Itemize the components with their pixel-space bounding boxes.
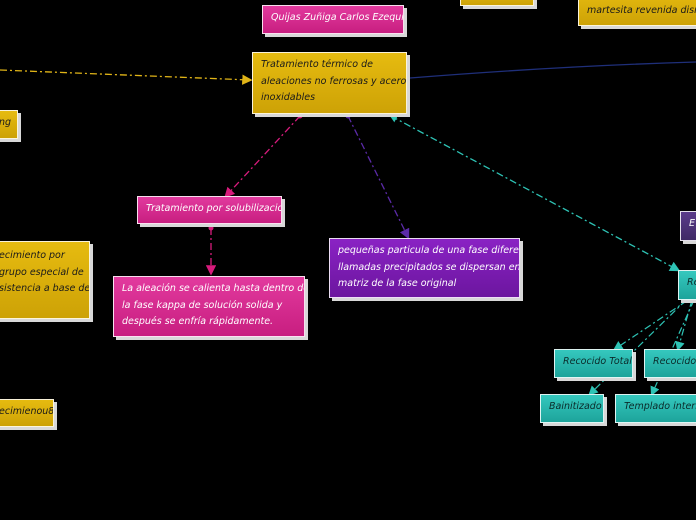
node-main-topic-line-1: Tratamiento térmico de xyxy=(261,59,373,70)
link-right-teal-to-templado xyxy=(650,299,695,397)
node-left-middle-line-2: grupo especial de xyxy=(0,266,84,278)
link-right-teal-to-recocido-right xyxy=(675,299,693,352)
node-main-topic[interactable]: Tratamiento térmico de aleaciones no fer… xyxy=(252,52,407,114)
node-bainitizado[interactable]: Bainitizado xyxy=(540,394,604,423)
node-recocido-right[interactable]: Recocido d xyxy=(644,349,696,378)
link-main-to-right xyxy=(409,61,696,79)
node-top-right-line-1: martesita revenida dismi xyxy=(587,5,696,16)
node-precipitados[interactable]: pequeñas particula de una fase diferente… xyxy=(329,238,520,298)
link-right-teal-to-bainitizado xyxy=(588,299,687,396)
node-right-purple[interactable]: E xyxy=(680,211,696,241)
node-precipitados-line-3: matriz de la fase original xyxy=(338,278,457,289)
node-recocido-right-line-1: Recocido d xyxy=(653,356,696,367)
link-left-to-main xyxy=(0,69,253,85)
link-main-to-precipitados xyxy=(347,115,410,240)
node-aleacion[interactable]: La aleación se calienta hasta dentro de … xyxy=(113,276,305,337)
node-precipitados-line-1: pequeñas particula de una fase diferente xyxy=(338,245,520,256)
node-right-teal-line-1: Re xyxy=(687,277,696,288)
link-main-to-precipitados-start xyxy=(345,113,351,119)
node-left-bottom-line-1: ecimienou8 xyxy=(0,406,54,417)
node-left-bottom[interactable]: ecimienou8 xyxy=(0,399,54,427)
node-bainitizado-line-1: Bainitizado xyxy=(549,401,602,412)
node-right-teal[interactable]: Re xyxy=(678,270,696,300)
node-templado[interactable]: Templado interru xyxy=(615,394,696,423)
node-main-topic-line-2: aleaciones no ferrosas y aceros xyxy=(261,75,407,87)
node-aleacion-line-2: la fase kappa de solución solida y xyxy=(122,299,283,311)
node-top-right[interactable]: martesita revenida dismi xyxy=(578,0,696,26)
node-author-line-1: Quijas Zuñiga Carlos Ezequiel xyxy=(271,12,404,23)
node-left-middle-line-1: ecimiento por xyxy=(0,250,65,261)
node-left-middle-line-3: sistencia a base de xyxy=(0,283,90,294)
node-main-topic-line-3: inoxidables xyxy=(261,92,316,103)
node-solubilizacion-line-1: Tratamiento por solubilizacion xyxy=(146,203,282,214)
node-solubilizacion[interactable]: Tratamiento por solubilizacion xyxy=(137,196,282,224)
node-right-purple-line-1: E xyxy=(689,218,696,229)
node-recocido-total[interactable]: Recocido Total xyxy=(554,349,633,378)
node-recocido-total-line-1: Recocido Total xyxy=(563,356,632,367)
link-main-to-solubilizacion xyxy=(224,115,301,198)
node-left-top-line-1: ng xyxy=(0,117,12,128)
node-left-middle[interactable]: ecimiento por grupo especial de sistenci… xyxy=(0,241,90,319)
node-author[interactable]: Quijas Zuñiga Carlos Ezequiel xyxy=(262,5,404,34)
node-aleacion-line-3: después se enfría rápidamente. xyxy=(122,316,274,327)
node-aleacion-line-1: La aleación se calienta hasta dentro de xyxy=(122,283,305,294)
link-right-teal-to-recocido-total xyxy=(613,299,689,351)
link-solubilizacion-to-aleacion-start xyxy=(208,225,214,231)
node-templado-line-1: Templado interru xyxy=(624,401,696,412)
link-main-to-solubilizacion-start xyxy=(297,113,303,119)
link-main-to-right-teal xyxy=(390,115,681,272)
node-precipitados-line-2: llamadas precipitados se dispersan en la xyxy=(338,261,520,273)
node-top-edge[interactable] xyxy=(460,0,534,6)
node-left-top[interactable]: ng xyxy=(0,110,18,139)
